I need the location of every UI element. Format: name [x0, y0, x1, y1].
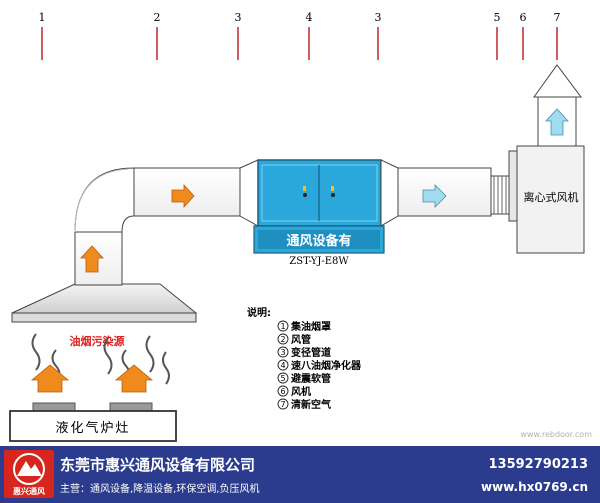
website-link[interactable]: www.hx0769.cn [481, 480, 588, 494]
svg-text:风管: 风管 [291, 333, 311, 346]
purifier-panel-label: 通风设备有 [286, 233, 351, 249]
phone-number[interactable]: 13592790213 [488, 457, 589, 472]
company-footer: 惠兴通风 东莞市惠兴通风设备有限公司 主营：通风设备,降温设备,环保空调,负压风… [0, 446, 600, 503]
business-scope: 主营：通风设备,降温设备,环保空调,负压风机 [60, 484, 260, 495]
model-code: ZST-YJ-E8W [289, 256, 349, 267]
svg-text:5: 5 [280, 374, 285, 383]
legend-title: 说明: [247, 306, 271, 319]
legend-item-5: 5 避震软管 [277, 372, 331, 385]
svg-text:2: 2 [280, 335, 285, 344]
legend-item-2: 2 风管 [277, 333, 311, 346]
svg-text:1: 1 [280, 322, 285, 331]
rising-fumes [31, 333, 170, 385]
burner-right [109, 402, 153, 412]
flow-arrow-right-clean [422, 184, 447, 208]
svg-text:7: 7 [280, 400, 285, 409]
stove-label: 液化气炉灶 [55, 420, 130, 436]
legend-item-6: 6 风机 [277, 385, 311, 398]
marker-number-4: 4 [306, 11, 313, 24]
fan-label: 离心式风机 [524, 190, 579, 204]
reducer-left [239, 159, 259, 227]
gas-stove: 液化气炉灶 [9, 410, 177, 442]
centrifugal-fan: 离心式风机 [508, 145, 585, 254]
marker-number-5: 5 [494, 11, 501, 24]
marker-number-7: 7 [554, 11, 561, 24]
heat-arrows [30, 364, 154, 393]
svg-text:3: 3 [280, 348, 285, 357]
flow-arrow-right-hot [171, 183, 195, 209]
top-markers: 1 2 3 4 3 5 6 7 [39, 11, 561, 60]
svg-text:风机: 风机 [291, 385, 311, 398]
burner-left [32, 402, 76, 412]
riser-duct [74, 231, 123, 286]
logo-text: 惠兴通风 [13, 487, 45, 496]
exhaust-hood [11, 283, 198, 323]
svg-text:清新空气: 清新空气 [291, 398, 331, 411]
legend-item-1: 1 集油烟罩 [277, 320, 331, 333]
oil-fume-purifier: 通风设备有 [253, 159, 385, 254]
marker-number-3b: 3 [375, 11, 382, 24]
svg-text:集油烟罩: 集油烟罩 [290, 320, 331, 333]
svg-text:速八油烟净化器: 速八油烟净化器 [291, 359, 362, 372]
horizontal-duct-right [397, 167, 492, 217]
marker-number-1: 1 [39, 11, 46, 24]
flow-arrow-up-clean [545, 108, 569, 136]
marker-number-2: 2 [154, 11, 161, 24]
legend-item-4: 4 速八油烟净化器 [277, 359, 362, 372]
marker-number-3a: 3 [235, 11, 242, 24]
system-diagram: 1 2 3 4 3 5 6 7 通风设备有 [9, 11, 592, 442]
pollution-source-label: 油烟污染源 [70, 334, 125, 348]
flow-arrow-up-hot [80, 245, 104, 273]
flexible-connector [490, 175, 510, 215]
exhaust-outlet [533, 64, 582, 147]
company-name: 东莞市惠兴通风设备有限公司 [60, 456, 256, 474]
svg-text:变径管道: 变径管道 [291, 346, 331, 359]
reducer-right [380, 159, 399, 227]
svg-text:避震软管: 避震软管 [290, 372, 331, 385]
company-logo: 惠兴通风 [4, 450, 54, 498]
watermark: www.rebdoor.com [520, 430, 592, 439]
svg-text:6: 6 [280, 387, 285, 396]
marker-number-6: 6 [520, 11, 527, 24]
legend-item-7: 7 清新空气 [277, 398, 331, 411]
elbow-duct [74, 167, 135, 233]
legend: 说明: 1 集油烟罩 2 风管 3 变径管道 4 速八油烟净化器 5 避震软管 [247, 306, 362, 411]
legend-item-3: 3 变径管道 [277, 346, 331, 359]
logo-mountain-icon [13, 453, 45, 485]
svg-text:4: 4 [280, 361, 285, 370]
